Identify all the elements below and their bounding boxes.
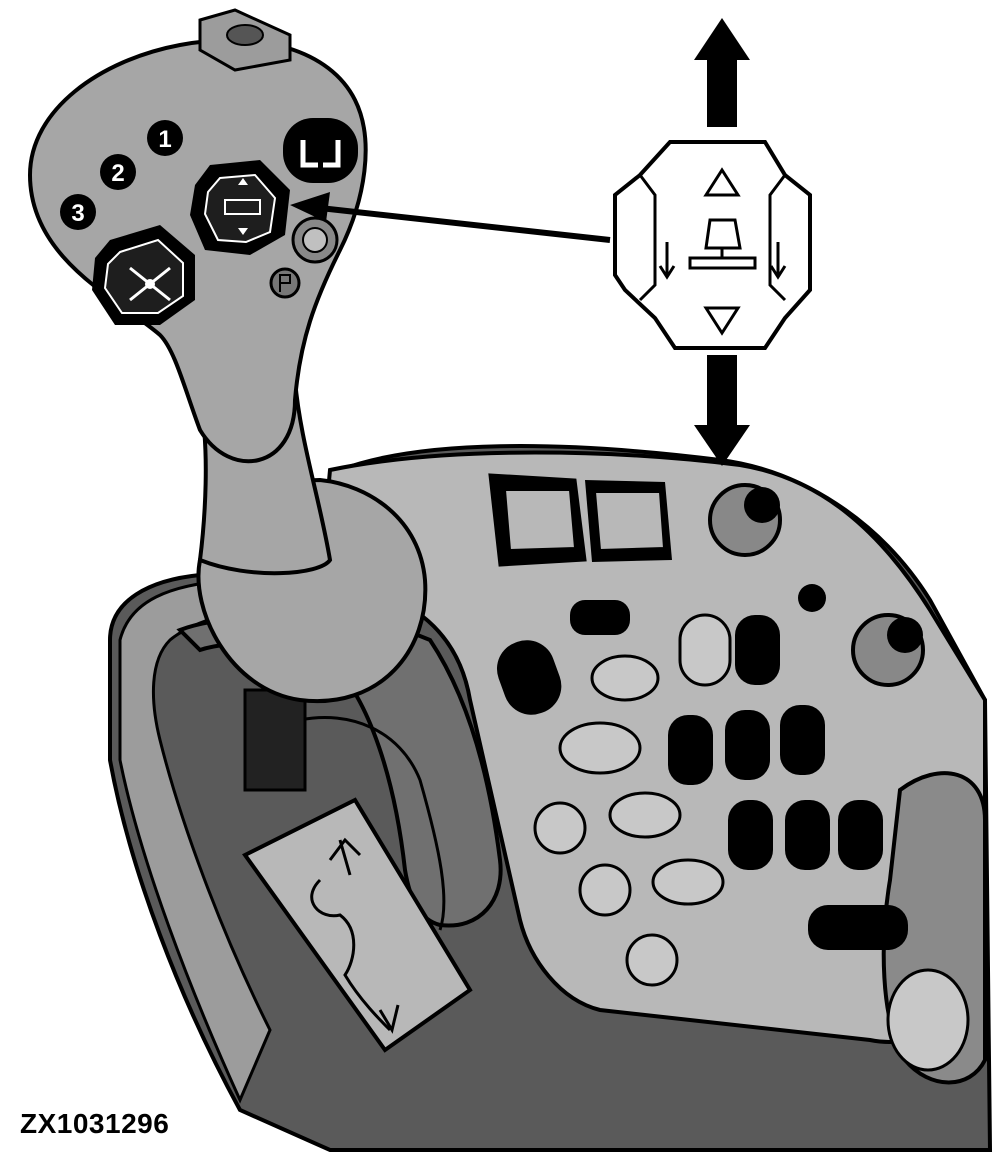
joystick-stick [196,377,428,792]
large-up-arrow-icon [694,18,750,127]
figure-code: ZX1031296 [20,1108,170,1139]
panel-button-grid[interactable] [668,615,883,870]
rotary-knob-top[interactable] [708,483,782,557]
joystick-button-1[interactable]: 1 [147,120,183,156]
hitch-raise-lower-switch-icon [613,140,812,350]
svg-text:1: 1 [158,126,171,153]
joystick-button-2[interactable]: 2 [100,154,136,190]
speed-mode-buttons[interactable] [533,791,725,987]
joystick-head [27,8,368,464]
headland-turn-button[interactable] [283,118,358,183]
rotary-knob-right[interactable] [851,613,925,687]
indicator-dot [798,584,826,612]
panel-button-oval-1[interactable] [590,654,660,702]
park-button[interactable] [269,267,301,299]
panel-button-wide[interactable] [808,905,908,950]
palm-rest-button[interactable] [886,968,970,1072]
large-down-arrow-icon [694,355,750,466]
joystick-button-3[interactable]: 3 [60,194,96,230]
throttle-levers[interactable] [488,473,672,567]
panel-button-oval-3[interactable] [678,613,732,687]
auxiliary-round-button[interactable] [291,216,339,264]
callout-pointer-arrow-icon [290,192,611,243]
panel-button-oval-2[interactable] [558,721,642,775]
panel-button-tall-left[interactable] [489,632,569,722]
hitch-switch-button[interactable] [190,160,290,255]
panel-button-small-top[interactable] [570,600,630,635]
scv-switch-button[interactable] [92,225,195,325]
svg-text:3: 3 [71,200,84,227]
svg-text:2: 2 [111,160,124,187]
